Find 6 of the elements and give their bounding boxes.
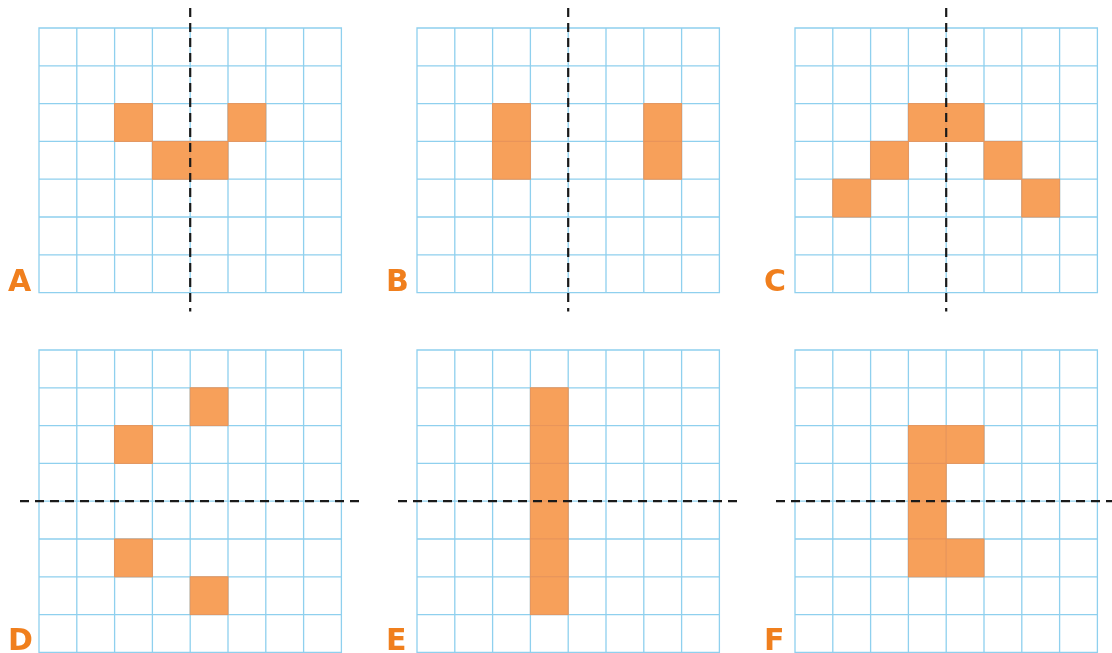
panel-letter: A — [8, 265, 32, 296]
panel-letter: E — [386, 625, 407, 653]
panel-letter: F — [764, 625, 785, 653]
panel-letter: D — [8, 625, 33, 653]
panel-letter: B — [386, 265, 409, 296]
panel-letter: C — [764, 265, 787, 296]
